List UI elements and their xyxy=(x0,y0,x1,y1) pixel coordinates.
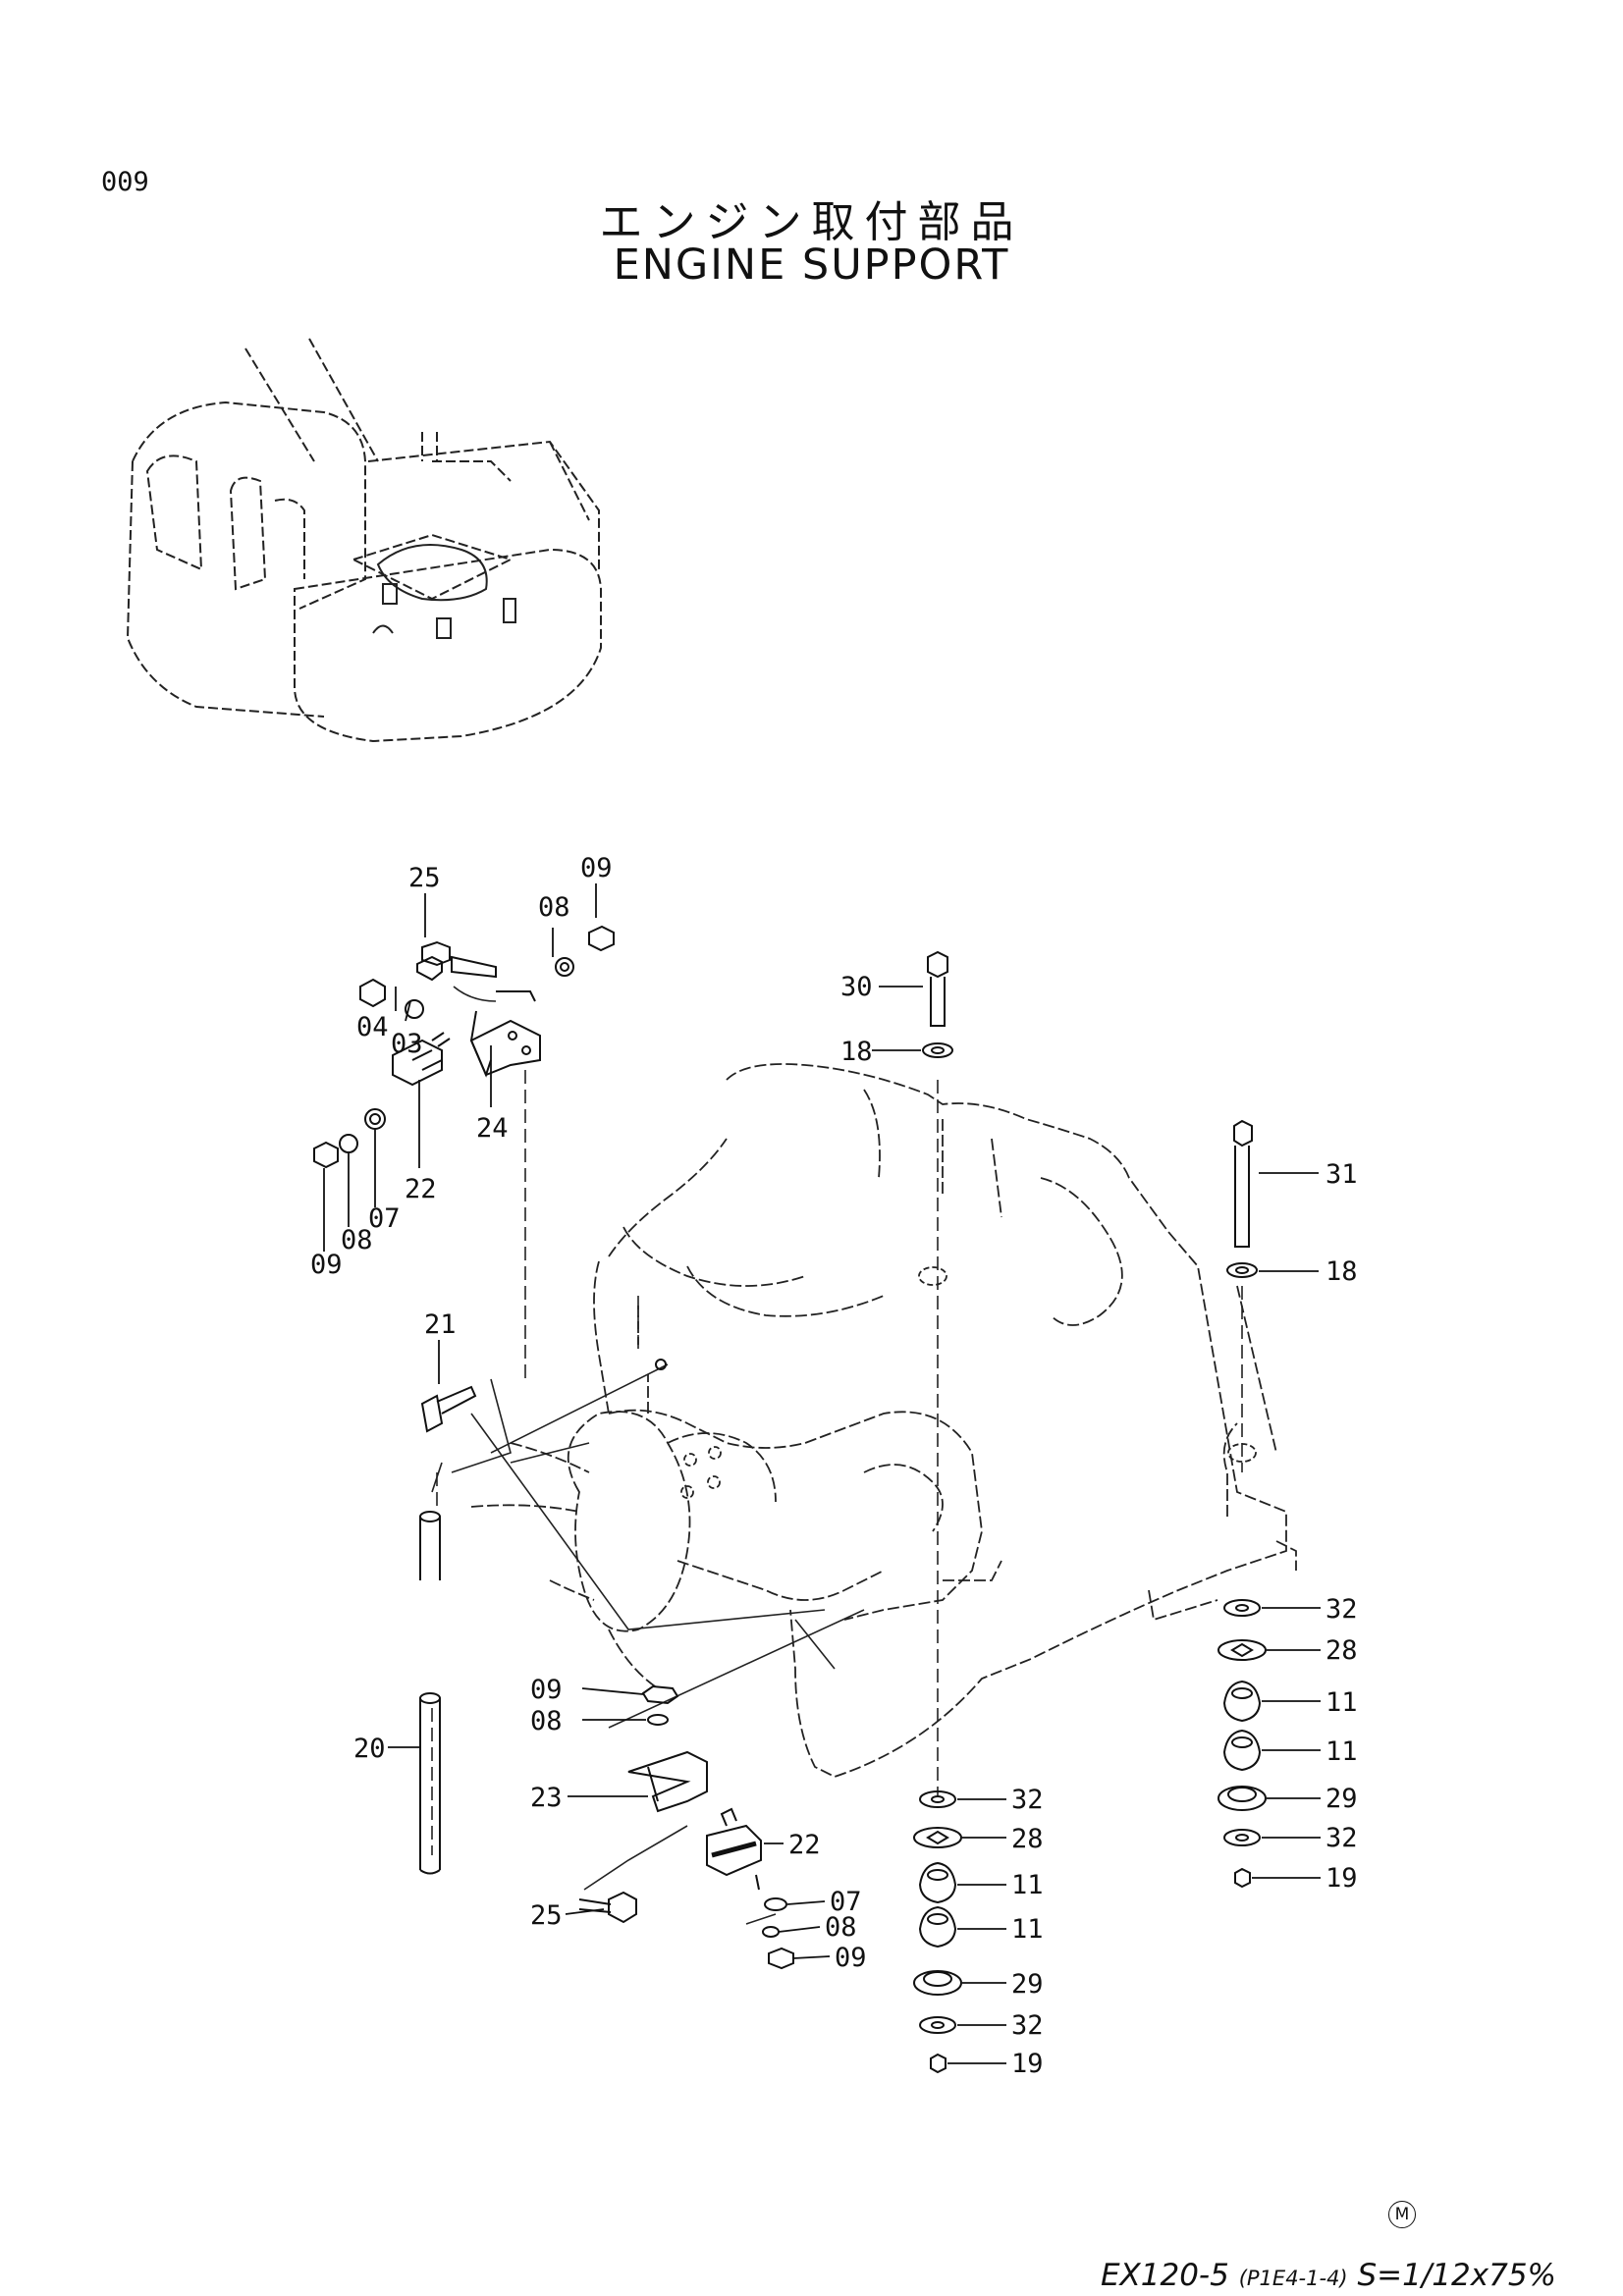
excavator-overview-illustration xyxy=(126,338,602,743)
right-mount-stack xyxy=(1217,1119,1267,1889)
callout-11: 11 xyxy=(1325,1736,1358,1767)
callout-03: 03 xyxy=(391,1029,423,1059)
callout-20: 20 xyxy=(353,1734,386,1764)
engine-detail-in-overview xyxy=(372,544,516,639)
callout-07: 07 xyxy=(368,1203,401,1234)
guide-lines xyxy=(431,986,865,1925)
callout-11: 11 xyxy=(1011,1914,1044,1945)
callout-11: 11 xyxy=(1011,1870,1044,1900)
callout-24: 24 xyxy=(476,1113,509,1144)
callout-30: 30 xyxy=(840,972,873,1002)
callout-08: 08 xyxy=(530,1706,563,1736)
callout-19: 19 xyxy=(1011,2049,1044,2079)
callout-labels: 25 08 09 04 03 24 22 07 08 09 21 20 30 1… xyxy=(310,853,1358,2079)
callout-21: 21 xyxy=(424,1309,457,1340)
part-20-rod xyxy=(419,1511,441,1875)
callout-09: 09 xyxy=(310,1250,343,1280)
callout-04: 04 xyxy=(356,1012,389,1042)
engine-holes xyxy=(680,1266,1257,1499)
callout-32: 32 xyxy=(1011,1785,1044,1815)
page-title-japanese: エンジン取付部品 xyxy=(599,197,1024,247)
callout-09: 09 xyxy=(835,1943,867,1973)
center-mount-stack xyxy=(913,950,962,2074)
callout-18: 18 xyxy=(840,1037,873,1067)
callout-28: 28 xyxy=(1011,1824,1044,1854)
callout-25: 25 xyxy=(408,863,441,893)
callout-23: 23 xyxy=(530,1783,563,1813)
callout-08: 08 xyxy=(825,1912,857,1943)
callout-19: 19 xyxy=(1325,1863,1358,1894)
engine-body-illustration xyxy=(593,1063,1297,1778)
callout-18: 18 xyxy=(1325,1256,1358,1287)
footer-model-info: EX120-5 (P1E4-1-4) S=1/12x75% xyxy=(1101,2258,1556,2293)
footer-model: EX120-5 xyxy=(1100,2258,1239,2293)
callout-08: 08 xyxy=(341,1225,373,1255)
part-21-bolt xyxy=(420,1359,667,1433)
callout-09: 09 xyxy=(530,1675,563,1705)
callout-09: 09 xyxy=(580,853,613,883)
footer-scale: S=1/12x75% xyxy=(1347,2258,1556,2293)
cooling-fan-illustration xyxy=(470,1411,944,1689)
lower-mount-bracket-assembly xyxy=(578,1684,794,1970)
page-number: 009 xyxy=(101,167,149,197)
callout-22: 22 xyxy=(788,1830,821,1860)
callout-29: 29 xyxy=(1011,1969,1044,2000)
callout-22: 22 xyxy=(405,1174,437,1204)
callout-29: 29 xyxy=(1325,1784,1358,1814)
callout-11: 11 xyxy=(1325,1687,1358,1718)
m-mark-symbol: M xyxy=(1388,2201,1416,2228)
callout-08: 08 xyxy=(538,892,570,923)
callout-32: 32 xyxy=(1325,1594,1358,1625)
page-title-english: ENGINE SUPPORT xyxy=(613,240,1010,290)
callout-28: 28 xyxy=(1325,1635,1358,1666)
assembly-centerlines xyxy=(431,1070,1243,1855)
callout-32: 32 xyxy=(1011,2010,1044,2041)
footer-reference: (P1E4-1-4) xyxy=(1238,2267,1348,2290)
callout-07: 07 xyxy=(830,1887,862,1917)
upper-mount-bracket-assembly xyxy=(313,925,615,1169)
callout-25: 25 xyxy=(530,1900,563,1931)
callout-leader-lines xyxy=(323,883,1321,2064)
callout-31: 31 xyxy=(1325,1159,1358,1190)
callout-32: 32 xyxy=(1325,1823,1358,1853)
